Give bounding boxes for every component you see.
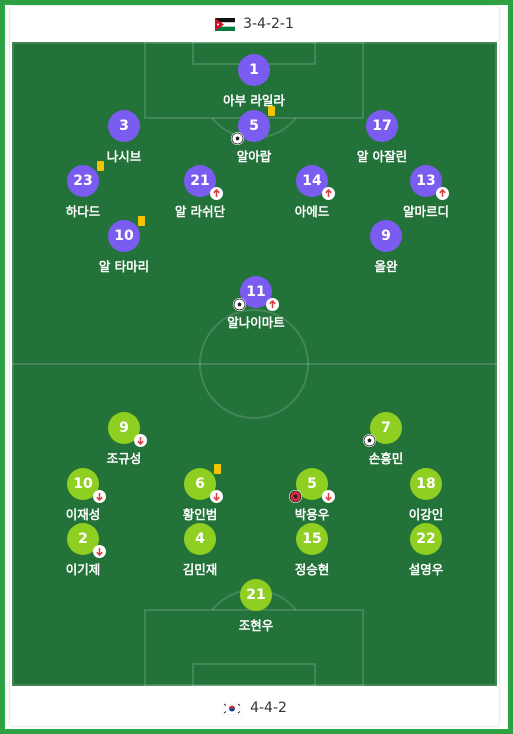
away-formation: 4-4-2 [250, 700, 287, 716]
player-name: 알마르디 [402, 204, 449, 219]
player-number-badge: 23 [67, 161, 104, 197]
home-player[interactable]: 10 알 타마리 [69, 216, 179, 275]
yellow-card-icon [138, 216, 145, 226]
player-name: 나시브 [106, 149, 142, 164]
player-name: 이재성 [65, 507, 101, 522]
player-number-badge: 7 [363, 412, 402, 447]
player-number-badge: 4 [184, 523, 216, 555]
player-name: 손흥민 [368, 451, 404, 466]
player-number-badge: 5 [289, 468, 335, 503]
goal-ball-icon [363, 434, 376, 447]
yellow-card-icon [97, 161, 104, 171]
home-player[interactable]: 17 알 아잘린 [327, 110, 437, 165]
player-name: 설영우 [408, 562, 444, 577]
goal-ball-icon [231, 132, 244, 145]
player-number-badge: 5 [231, 106, 275, 145]
home-player[interactable]: 3 나시브 [69, 110, 179, 165]
away-player[interactable]: 7 손흥민 [331, 412, 441, 467]
away-player[interactable]: 2 이기제 [28, 523, 138, 578]
player-number-badge: 9 [108, 412, 147, 447]
home-player[interactable]: 1 아부 라일라 [199, 54, 309, 109]
away-player[interactable]: 5 박용우 [257, 468, 367, 523]
home-player[interactable]: 9 올완 [331, 220, 441, 275]
substitution-out-icon [93, 545, 106, 558]
player-name: 하다드 [65, 204, 101, 219]
home-player[interactable]: 14 아에드 [257, 165, 367, 220]
substitution-out-icon [134, 434, 147, 447]
player-number-badge: 17 [366, 110, 398, 142]
player-number-badge: 14 [296, 165, 335, 200]
jordan-flag-icon [215, 17, 236, 31]
substitution-in-icon [266, 298, 279, 311]
player-name: 알 아잘린 [356, 149, 408, 164]
home-player[interactable]: 23 하다드 [28, 161, 138, 220]
player-number-badge: 1 [238, 54, 270, 86]
away-player[interactable]: 4 김민재 [145, 523, 255, 578]
player-number-badge: 21 [184, 165, 223, 200]
player-name: 알나이마트 [227, 315, 285, 330]
substitution-in-icon [210, 187, 223, 200]
player-number-badge: 21 [240, 579, 272, 611]
player-name: 조규성 [106, 451, 142, 466]
away-player[interactable]: 10 이재성 [28, 468, 138, 523]
yellow-card-icon [268, 106, 275, 116]
player-name: 알 라쉬단 [174, 204, 226, 219]
substitution-out-icon [93, 490, 106, 503]
substitution-out-icon [322, 490, 335, 503]
player-name: 아부 라일라 [223, 93, 285, 108]
player-number-badge: 15 [296, 523, 328, 555]
player-number-badge: 2 [67, 523, 106, 558]
player-name: 이강인 [408, 507, 444, 522]
player-number-badge: 18 [410, 468, 442, 500]
player-number-badge: 6 [184, 464, 223, 503]
player-name: 조현우 [238, 618, 274, 633]
player-name: 김민재 [182, 562, 218, 577]
own-goal-ball-icon [289, 490, 302, 503]
yellow-card-icon [214, 464, 221, 474]
substitution-in-icon [322, 187, 335, 200]
player-name: 아에드 [294, 204, 330, 219]
player-number-badge: 22 [410, 523, 442, 555]
away-team-header: 4-4-2 [10, 690, 499, 726]
player-name: 알 타마리 [98, 259, 150, 274]
home-player[interactable]: 21 알 라쉬단 [145, 165, 255, 220]
away-player[interactable]: 6 황인범 [145, 464, 255, 523]
away-player[interactable]: 9 조규성 [69, 412, 179, 467]
home-team-header: 3-4-2-1 [10, 6, 499, 42]
home-player[interactable]: 11 알나이마트 [201, 276, 311, 331]
player-name: 정승현 [294, 562, 330, 577]
player-name: 황인범 [182, 507, 218, 522]
south-korea-flag-icon [222, 701, 243, 715]
player-number-badge: 13 [410, 165, 449, 200]
away-player[interactable]: 21 조현우 [201, 579, 311, 634]
home-formation: 3-4-2-1 [243, 16, 294, 32]
home-player[interactable]: 13 알마르디 [371, 165, 481, 220]
player-number-badge: 11 [233, 276, 279, 311]
substitution-in-icon [436, 187, 449, 200]
away-player[interactable]: 15 정승현 [257, 523, 367, 578]
player-name: 알아랍 [236, 149, 272, 164]
away-player[interactable]: 22 설영우 [371, 523, 481, 578]
player-name: 박용우 [294, 507, 330, 522]
player-number-badge: 9 [370, 220, 402, 252]
home-player[interactable]: 5 알아랍 [199, 106, 309, 165]
substitution-out-icon [210, 490, 223, 503]
player-number-badge: 10 [67, 468, 106, 503]
player-number-badge: 10 [108, 216, 145, 252]
player-name: 올완 [374, 259, 398, 274]
away-player[interactable]: 18 이강인 [371, 468, 481, 523]
player-number-badge: 3 [108, 110, 140, 142]
goal-ball-icon [233, 298, 246, 311]
player-name: 이기제 [65, 562, 101, 577]
